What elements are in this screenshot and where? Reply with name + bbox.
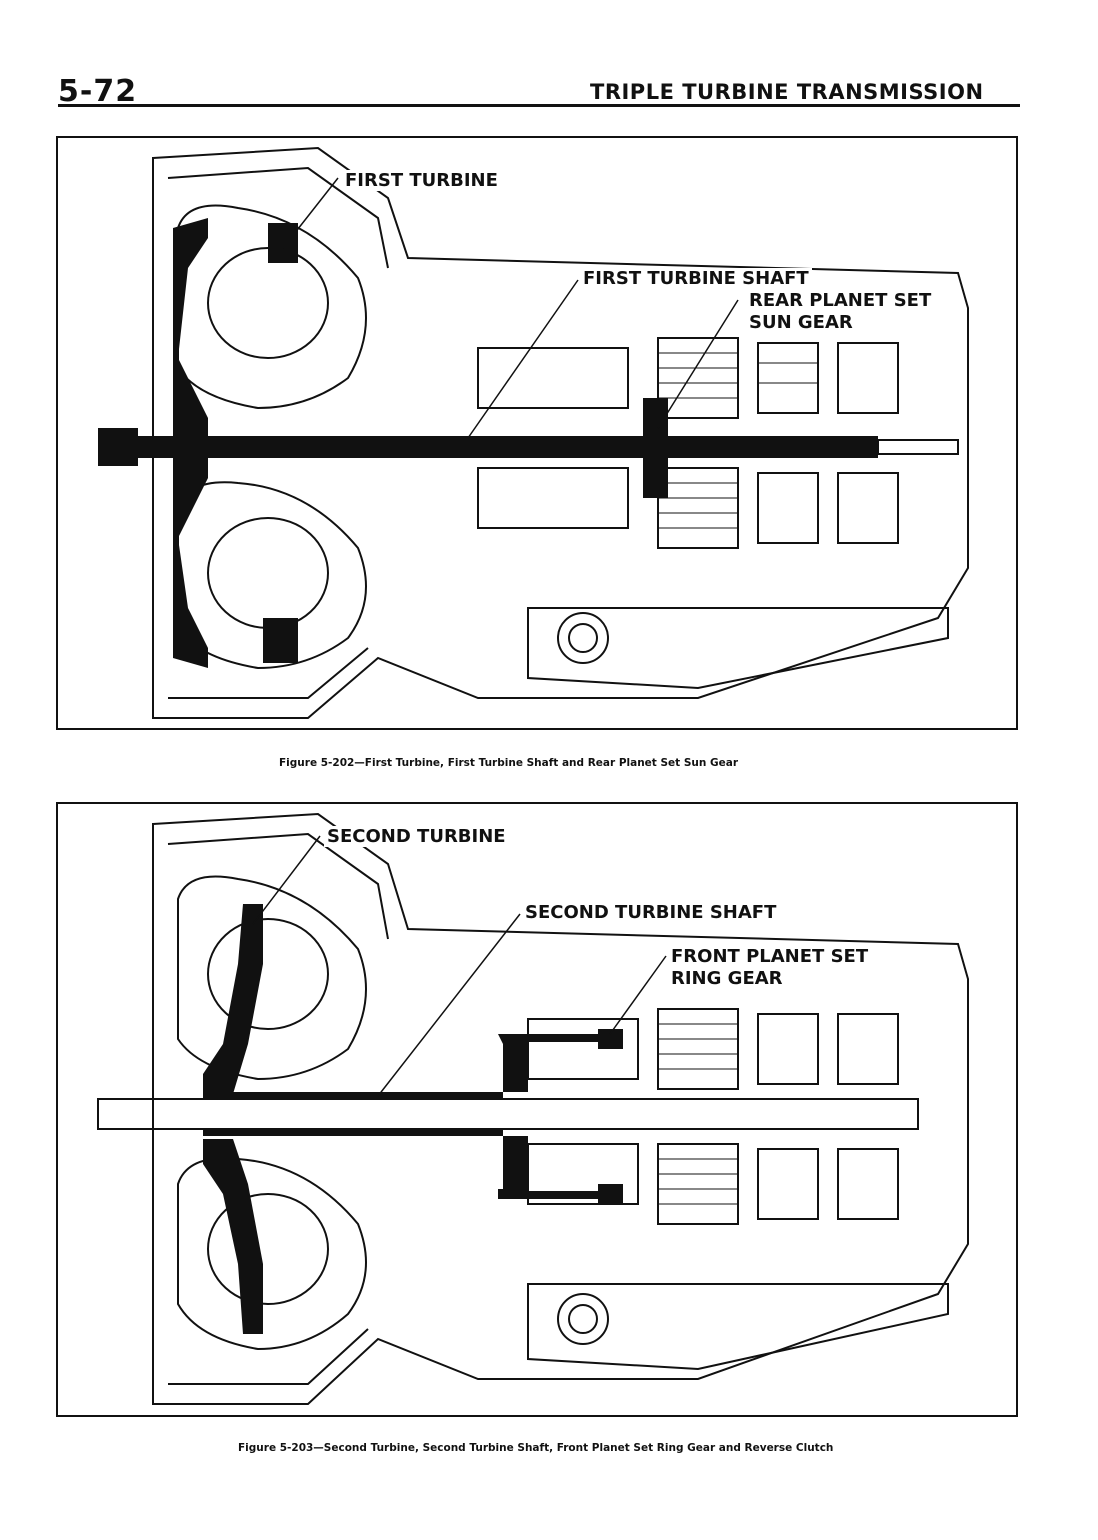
section-title: TRIPLE TURBINE TRANSMISSION — [590, 80, 984, 104]
transmission-cross-section-drawing-2 — [97, 812, 969, 1405]
label-first-turbine: FIRST TURBINE — [342, 170, 501, 191]
label-second-turbine: SECOND TURBINE — [324, 826, 509, 847]
figure-5-202: FIRST TURBINE FIRST TURBINE SHAFT REAR P… — [56, 136, 1018, 730]
label-rear-planet-set: REAR PLANET SET — [746, 290, 935, 311]
page-number: 5-72 — [58, 74, 138, 109]
figure-caption-5-203: Figure 5-203—Second Turbine, Second Turb… — [238, 1442, 834, 1454]
label-second-turbine-shaft: SECOND TURBINE SHAFT — [522, 902, 780, 923]
figure-caption-5-202: Figure 5-202—First Turbine, First Turbin… — [279, 757, 739, 769]
label-first-turbine-shaft: FIRST TURBINE SHAFT — [580, 268, 812, 289]
label-sun-gear: SUN GEAR — [746, 312, 856, 333]
figure-5-203: SECOND TURBINE SECOND TURBINE SHAFT FRON… — [56, 802, 1018, 1417]
transmission-cross-section-drawing-1 — [98, 146, 969, 719]
label-front-planet-set: FRONT PLANET SET — [668, 946, 872, 967]
header-rule — [58, 104, 1020, 107]
label-ring-gear: RING GEAR — [668, 968, 786, 989]
